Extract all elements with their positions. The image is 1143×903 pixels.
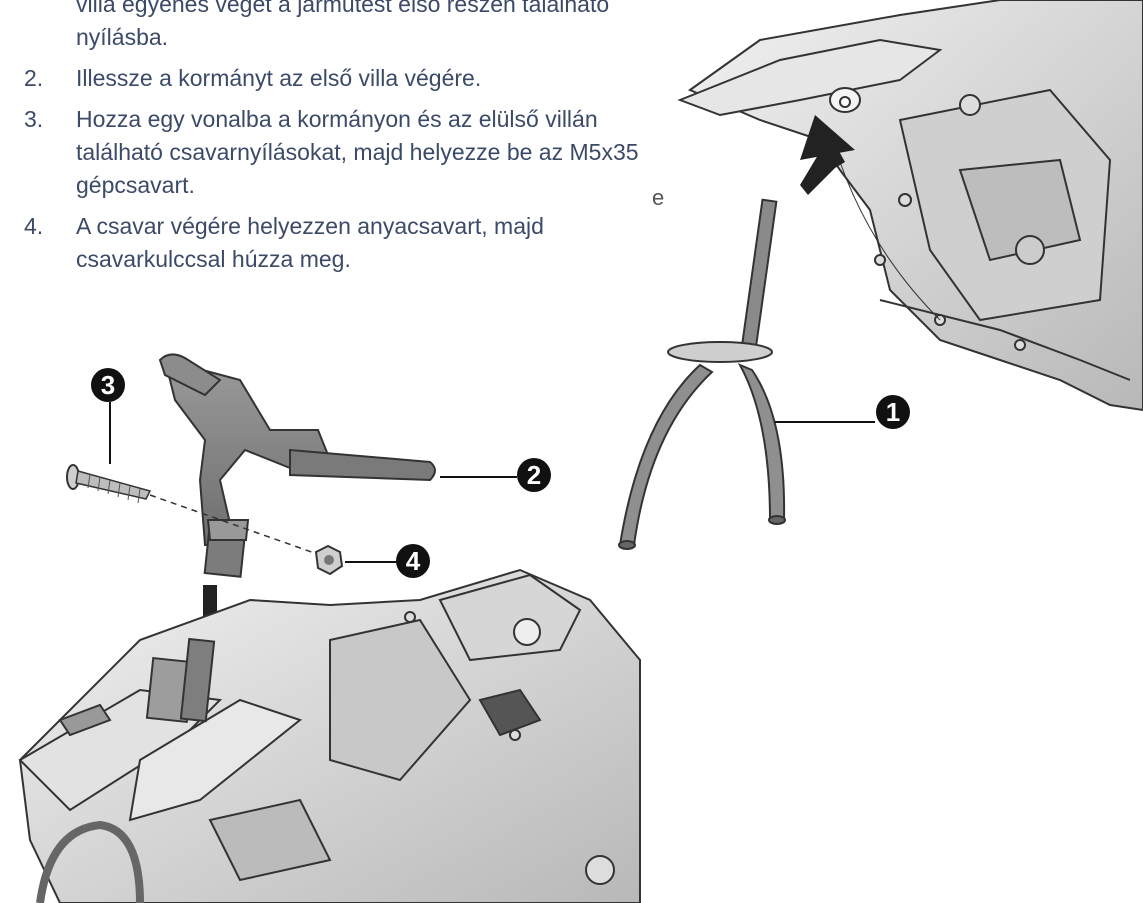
callout-2: 2 <box>440 458 551 492</box>
handlebar-part <box>160 354 435 576</box>
nut-part: 4 <box>316 544 430 578</box>
callout-number: 1 <box>886 397 900 427</box>
callout-number: 2 <box>527 460 541 490</box>
callout-number: 3 <box>101 370 115 400</box>
vehicle-front-body-bottom <box>20 570 640 903</box>
front-fork-part <box>619 200 785 549</box>
stray-glyph: e <box>652 185 664 210</box>
screw-part: 3 <box>67 368 150 503</box>
callout-number: 4 <box>406 546 421 576</box>
callout-1: 1 <box>775 395 910 429</box>
